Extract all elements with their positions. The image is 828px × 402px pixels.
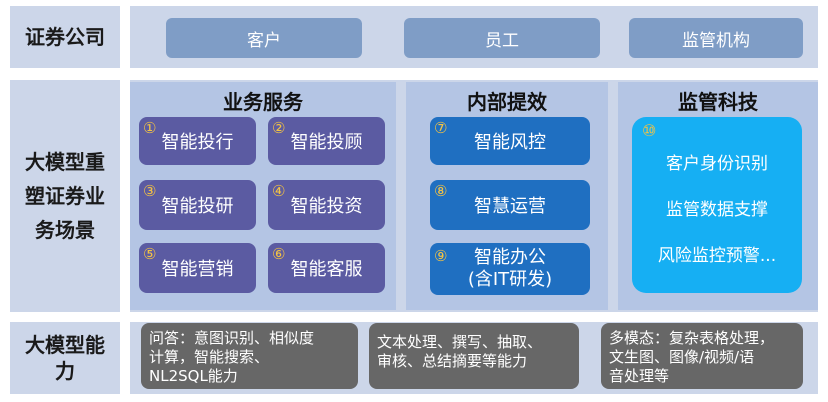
item-smart-investing: ④ 智能投资: [268, 180, 385, 230]
capability-multimodal: 多模态：复杂表格处理， 文生图、图像/视频/语 音处理等: [601, 323, 803, 389]
item-smart-marketing: ⑤ 智能营销: [139, 243, 256, 293]
capability-line: 审核、总结摘要等能力: [377, 352, 528, 370]
internal-efficiency-title: 内部提效: [467, 90, 547, 114]
capability-qa: 问答：意图识别、相似度 计算，智能搜索、 NL2SQL能力: [141, 323, 358, 389]
row-label-line: 力: [55, 359, 75, 383]
circled-number: ⑨: [434, 247, 448, 265]
row-label-scenarios: 大模型重 塑证券业 务场景: [10, 80, 120, 312]
item-label: 智能风控: [474, 132, 546, 153]
business-services-title: 业务服务: [223, 90, 303, 114]
entity-label: 员工: [485, 30, 519, 51]
circled-number: ⑤: [143, 245, 157, 263]
row-label-line: 务场景: [35, 218, 95, 242]
capability-line: 计算，智能搜索、: [149, 348, 270, 366]
capability-line: NL2SQL能力: [149, 367, 238, 385]
circled-number: ⑦: [434, 119, 448, 137]
row-label-securities-company: 证券公司: [10, 6, 120, 68]
capability-text-processing: 文本处理、撰写、抽取、 审核、总结摘要等能力: [369, 323, 579, 389]
item-label: 智能营销: [161, 259, 234, 280]
item-smart-office: ⑨ 智能办公 (含IT研发): [430, 243, 590, 295]
circled-number: ④: [272, 182, 286, 200]
item-smart-customer-service: ⑥ 智能客服: [268, 243, 385, 293]
regtech-title: 监管科技: [678, 90, 758, 114]
regtech-item-data-support: 监管数据支撑: [666, 200, 768, 220]
item-label-sub: (含IT研发): [467, 269, 553, 290]
circled-number: ①: [143, 119, 157, 137]
circled-number: ⑥: [272, 245, 286, 263]
regtech-item-kyc: 客户身份识别: [666, 154, 768, 174]
item-smart-risk-control: ⑦ 智能风控: [430, 117, 590, 165]
capability-line: 文生图、图像/视频/语: [609, 348, 755, 366]
item-smart-operations: ⑧ 智慧运营: [430, 180, 590, 230]
item-smart-research: ③ 智能投研: [139, 180, 256, 230]
row-label-text: 证券公司: [25, 25, 105, 49]
circled-number: ⑩: [642, 121, 657, 140]
entity-label: 客户: [247, 30, 281, 51]
row-label-capabilities: 大模型能 力: [10, 322, 120, 394]
regtech-item-risk-warning: 风险监控预警...: [657, 246, 777, 266]
item-label: 智能办公: [474, 247, 546, 268]
entity-regulator: 监管机构: [629, 18, 803, 58]
item-label: 智能投资: [290, 196, 363, 217]
item-label: 智慧运营: [474, 196, 546, 217]
row-label-line: 塑证券业: [25, 184, 105, 208]
item-label: 智能投研: [161, 196, 234, 217]
item-label: 智能投行: [161, 132, 234, 153]
item-smart-advisory: ② 智能投顾: [268, 117, 385, 165]
capability-line: 文本处理、撰写、抽取、: [377, 333, 543, 351]
item-label: 智能客服: [290, 259, 363, 280]
capability-line: 问答：意图识别、相似度: [149, 329, 315, 347]
capability-line: 多模态：复杂表格处理，: [609, 329, 775, 347]
capability-line: 音处理等: [609, 367, 670, 385]
regtech-card: ⑩ 客户身份识别 监管数据支撑 风险监控预警...: [632, 117, 802, 293]
row-label-line: 大模型重: [25, 150, 105, 174]
item-smart-investment-banking: ① 智能投行: [139, 117, 256, 165]
entity-label: 监管机构: [682, 30, 750, 51]
entity-customer: 客户: [166, 18, 362, 58]
circled-number: ③: [143, 182, 157, 200]
circled-number: ②: [272, 119, 286, 137]
circled-number: ⑧: [434, 182, 448, 200]
row-label-line: 大模型能: [25, 333, 105, 357]
item-label: 智能投顾: [290, 132, 363, 153]
entity-employee: 员工: [404, 18, 600, 58]
